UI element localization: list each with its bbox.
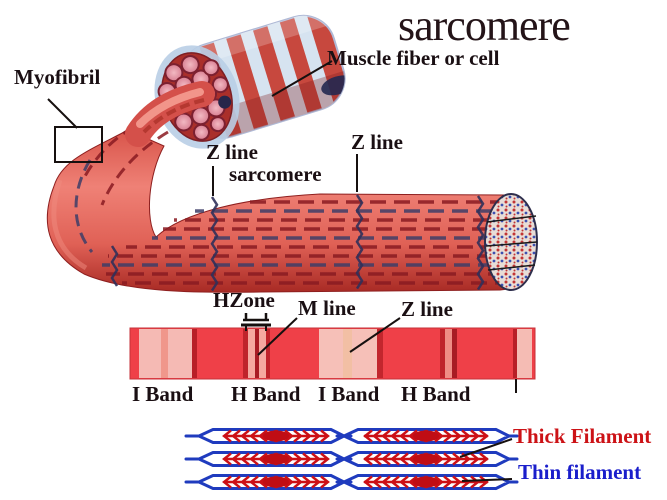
thick-filaments xyxy=(222,429,489,489)
dark-myofibril-spot xyxy=(218,95,232,109)
thick-filament-pointer xyxy=(459,438,513,458)
z-line-stripe-2 xyxy=(343,329,352,378)
muscle-fiber-pointer xyxy=(271,60,333,97)
h-zone-label: HZone xyxy=(213,288,275,312)
thin-filaments xyxy=(184,428,519,490)
h-zone-bracket xyxy=(241,313,271,331)
h-band-label-2: H Band xyxy=(401,382,471,406)
muscle-fiber-label: Muscle fiber or cell xyxy=(327,46,500,70)
h-zone-region-1 xyxy=(248,329,255,378)
myofibril-end-cap xyxy=(484,193,538,291)
sarcomere-segment-label: sarcomere xyxy=(229,162,322,186)
myofibril-strand xyxy=(125,81,215,147)
band-pointers xyxy=(241,313,517,393)
m-line-stripe xyxy=(255,329,259,378)
i-band-region-3 xyxy=(517,329,532,378)
z-line-right-label: Z line xyxy=(351,130,403,154)
myofibril-pointer xyxy=(47,98,78,129)
i-band-label-1: I Band xyxy=(132,382,194,406)
z-line-band-label: Z line xyxy=(401,297,453,321)
filament-diagram xyxy=(184,428,519,490)
i-band-label-2: I Band xyxy=(318,382,380,406)
myofibril-callout-box xyxy=(54,126,103,163)
pointer-lines-top xyxy=(47,60,358,196)
page-title: sarcomere xyxy=(398,1,571,50)
z-line-band-pointer xyxy=(349,317,401,353)
thin-filament-pointer xyxy=(461,478,513,482)
z-line-left-label: Z line xyxy=(206,140,258,164)
thick-filament-label: Thick Filament xyxy=(513,424,652,448)
z-line-stripe-1 xyxy=(161,329,168,378)
thin-filament-label: Thin filament xyxy=(518,460,642,484)
filament-pointers xyxy=(459,438,513,482)
z-line-zigzags xyxy=(110,194,485,292)
h-band-label-1: H Band xyxy=(231,382,301,406)
h-zone-region-2 xyxy=(445,329,452,378)
m-line-label: M line xyxy=(298,296,356,320)
sarcomere-band-strip xyxy=(129,327,536,380)
striation-lines xyxy=(74,116,500,285)
m-line-pointer xyxy=(257,317,298,356)
myofibril-label: Myofibril xyxy=(14,65,101,89)
